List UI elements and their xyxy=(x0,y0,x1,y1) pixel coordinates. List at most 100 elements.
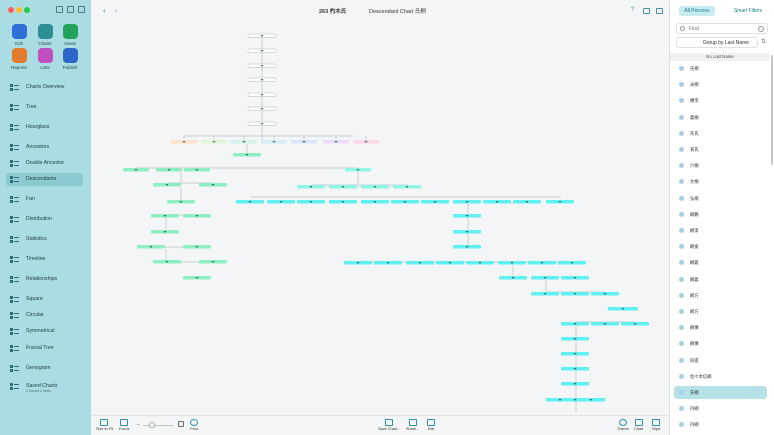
person-icon xyxy=(679,130,684,136)
find-field[interactable] xyxy=(676,23,768,34)
find-button[interactable]: Find xyxy=(190,419,198,431)
sidebar-item-timeline[interactable]: Timeline xyxy=(6,253,83,266)
scrollbar[interactable] xyxy=(771,55,773,165)
person-list-item[interactable]: 氏桐 xyxy=(674,62,767,75)
zoom-slider-knob[interactable] xyxy=(149,422,155,428)
person-list-item[interactable]: 與提 xyxy=(674,354,767,367)
node-label-mark xyxy=(573,338,577,340)
attachment-icon[interactable] xyxy=(56,6,63,13)
person-list-item[interactable]: 綱傳 xyxy=(674,321,767,334)
reports-button[interactable]: Reports xyxy=(4,48,34,72)
sidebar-item-circular[interactable]: Circular xyxy=(6,309,83,322)
focus-button[interactable]: Focus xyxy=(119,419,129,431)
person-list-item[interactable]: 綱鵝 xyxy=(674,208,767,221)
tab-all-persons[interactable]: All Persons xyxy=(679,6,715,16)
node-label-mark xyxy=(260,50,264,52)
person-list-item[interactable]: 菊氏 xyxy=(674,143,767,156)
descendant-chart[interactable] xyxy=(91,22,669,415)
person-list-item[interactable]: 文桐 xyxy=(674,175,767,188)
views-button[interactable]: Views xyxy=(55,24,85,48)
close-window-button[interactable] xyxy=(8,7,14,13)
sidebar-toggle-icon[interactable] xyxy=(656,8,663,14)
split-view-icon[interactable] xyxy=(643,8,650,14)
media-icon[interactable] xyxy=(78,6,85,13)
gear-icon[interactable] xyxy=(758,26,764,32)
person-list-item[interactable]: 綱義 xyxy=(674,256,767,269)
sidebar-item-double-ancestor[interactable]: Double Ancestor xyxy=(6,157,83,170)
person-list-item[interactable]: 氏氏 xyxy=(674,127,767,140)
back-button[interactable]: ‹ xyxy=(103,6,106,15)
person-icon xyxy=(679,66,684,71)
sidebar-item-tree[interactable]: Tree xyxy=(6,101,83,114)
lists-button[interactable]: Lists xyxy=(30,48,60,72)
person-list-item[interactable]: 綱漆 xyxy=(674,224,767,237)
person-list-item[interactable]: 綱方 xyxy=(674,305,767,318)
size-to-fit-icon xyxy=(100,419,109,426)
zoom-in-icon[interactable] xyxy=(178,421,184,427)
zoom-slider[interactable] xyxy=(143,425,173,426)
forward-button[interactable]: › xyxy=(115,6,118,15)
edit-button[interactable]: Edit xyxy=(4,24,34,48)
node-label-mark xyxy=(260,79,264,81)
sidebar-item-hourglass[interactable]: Hourglass xyxy=(6,121,83,134)
tab-smart-filters[interactable]: Smart Filters xyxy=(733,8,763,14)
person-list-item[interactable]: 弘桐 xyxy=(674,192,767,205)
person-list-item[interactable]: 義桐 xyxy=(674,111,767,124)
sidebar-item-relationships[interactable]: Relationships xyxy=(6,273,83,286)
list-section-header: No Last Name xyxy=(670,53,770,61)
person-list-item[interactable]: 六桐 xyxy=(674,159,767,172)
zoom-window-button[interactable] xyxy=(24,7,30,13)
person-list-item[interactable]: 米桐 xyxy=(674,78,767,91)
share-icon xyxy=(408,419,417,426)
sidebar-item-symmetrical[interactable]: Symmetrical xyxy=(6,325,83,338)
help-button[interactable]: ? xyxy=(631,7,635,13)
person-list-item[interactable]: 穗李 xyxy=(674,94,767,107)
person-list-item[interactable]: 綱方 xyxy=(674,289,767,302)
chart-title-button[interactable]: Descendant Chart 氏桐 xyxy=(369,9,426,15)
person-list-item[interactable]: 佐々木信綱 xyxy=(674,370,767,383)
edit-chart-button[interactable]: Edit xyxy=(427,419,435,431)
fractal-tree-icon xyxy=(10,345,19,352)
node-label-mark xyxy=(603,323,607,325)
node-label-mark xyxy=(356,169,360,171)
person-list-item[interactable]: 綱義 xyxy=(674,273,767,286)
node-label-mark xyxy=(633,323,637,325)
minimize-window-button[interactable] xyxy=(16,7,22,13)
sidebar-item-ancestors[interactable]: Ancestors xyxy=(6,141,83,154)
sidebar-item-genogram[interactable]: Genogram xyxy=(6,362,83,375)
sidebar-item-fractal-tree[interactable]: Fractal Tree xyxy=(6,342,83,355)
save-chart-button[interactable]: Save Chart... xyxy=(378,419,400,431)
group-by-select[interactable]: Group by Last Name xyxy=(676,37,758,48)
node-label-mark xyxy=(373,186,377,188)
person-list-item[interactable]: 綱振 xyxy=(674,240,767,253)
person-list-item[interactable]: 持綱 xyxy=(674,402,767,415)
sidebar-item-square[interactable]: Square xyxy=(6,293,83,306)
person-list-item[interactable]: 持綱 xyxy=(674,418,767,431)
share-button[interactable]: Share... xyxy=(406,419,419,431)
sort-icon[interactable]: ⇅ xyxy=(761,39,767,45)
descendant-chart-canvas[interactable] xyxy=(91,22,669,415)
style-button[interactable]: Style xyxy=(652,419,660,431)
sidebar-item-fan[interactable]: Fan xyxy=(6,193,83,206)
bookmark-icon[interactable] xyxy=(67,6,74,13)
person-icon xyxy=(679,211,684,217)
publish-button[interactable]: Publish xyxy=(55,48,85,72)
zoom-out-icon[interactable]: – xyxy=(137,422,140,428)
selected-person-button[interactable]: 263 杓木氏 xyxy=(319,9,347,15)
node-label-mark xyxy=(260,123,264,125)
theme-button[interactable]: Theme xyxy=(617,419,629,431)
find-input[interactable] xyxy=(689,25,751,33)
person-list-item[interactable]: 綱傳 xyxy=(674,337,767,350)
sidebar-item-statistics[interactable]: Statistics xyxy=(6,233,83,246)
sidebar-item-distribution[interactable]: Distribution xyxy=(6,213,83,226)
person-icon xyxy=(679,114,684,120)
sidebar-item-descendants[interactable]: Descendants xyxy=(6,173,83,186)
person-icon xyxy=(679,292,684,298)
node-label-mark xyxy=(211,261,215,263)
sidebar-item-charts-overview[interactable]: Charts Overview xyxy=(6,81,83,94)
person-list-item[interactable]: 氏桐 xyxy=(674,386,767,399)
chart-settings-button[interactable]: Chart xyxy=(634,419,643,431)
charts-button[interactable]: Charts xyxy=(30,24,60,48)
size-to-fit-button[interactable]: Size to Fit xyxy=(96,419,113,431)
